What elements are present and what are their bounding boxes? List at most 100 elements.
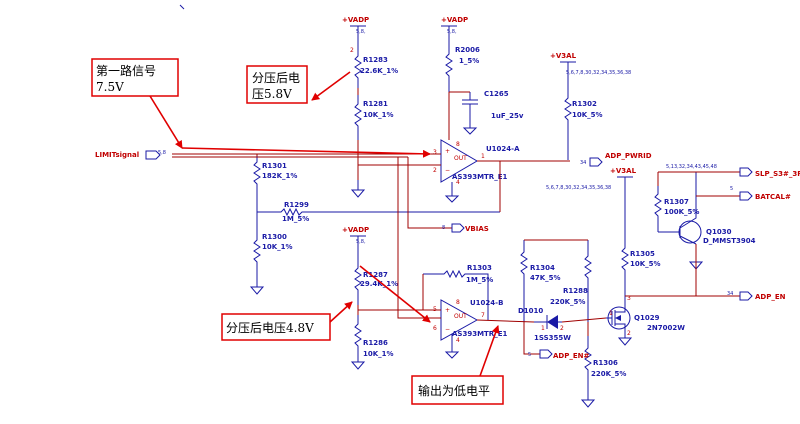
svg-text:U1024-B: U1024-B xyxy=(470,299,503,307)
power-vadp-2: +VADP 5,8, xyxy=(441,16,468,48)
svg-text:ADP_EN: ADP_EN xyxy=(755,293,786,301)
svg-text:VBIAS: VBIAS xyxy=(465,225,489,233)
net-adp-pwrid: ADP_PWRID 34 xyxy=(580,152,652,167)
svg-text:2: 2 xyxy=(560,325,564,332)
svg-text:220K_5%: 220K_5% xyxy=(550,298,585,306)
svg-text:1M_5%: 1M_5% xyxy=(282,215,309,223)
svg-text:R1300: R1300 xyxy=(262,233,287,241)
svg-text:1: 1 xyxy=(609,310,613,317)
svg-text:220K_5%: 220K_5% xyxy=(591,370,626,378)
resistor-r1288: R1288 220K_5% xyxy=(550,240,592,322)
svg-text:+VADP: +VADP xyxy=(342,226,369,234)
svg-text:8: 8 xyxy=(456,299,460,306)
svg-text:1uF_25v: 1uF_25v xyxy=(491,112,524,120)
svg-text:34: 34 xyxy=(580,160,586,166)
svg-text:8: 8 xyxy=(442,225,445,231)
diode-d1010: D1010 1SS355W 1 2 xyxy=(518,307,571,342)
net-vbias: VBIAS 8 xyxy=(442,223,489,233)
resistor-r1307: R1307 100K_5% xyxy=(654,186,699,232)
svg-text:D1010: D1010 xyxy=(518,307,543,315)
resistor-r1299: R1299 1M_5% xyxy=(257,201,500,223)
svg-text:LIMITsignal: LIMITsignal xyxy=(95,151,139,159)
svg-text:29.4K_1%: 29.4K_1% xyxy=(360,280,398,288)
svg-text:OUT: OUT xyxy=(454,155,467,162)
svg-text:AS393MTR_E1: AS393MTR_E1 xyxy=(452,330,507,338)
svg-text:10K_1%: 10K_1% xyxy=(262,243,293,251)
svg-text:7: 7 xyxy=(481,312,485,319)
svg-text:5,8,: 5,8, xyxy=(356,29,366,35)
svg-text:R1307: R1307 xyxy=(664,198,689,206)
svg-text:5,6,7,8,30,32,34,35,36,38: 5,6,7,8,30,32,34,35,36,38 xyxy=(566,70,631,76)
svg-text:5: 5 xyxy=(528,352,531,358)
svg-text:SLP_S3#_3R: SLP_S3#_3R xyxy=(755,170,800,178)
svg-text:AS393MTR_E1: AS393MTR_E1 xyxy=(452,173,507,181)
resistor-r1303: R1303 1M_5% xyxy=(423,264,493,320)
svg-text:5,8,: 5,8, xyxy=(356,239,366,245)
svg-text:D_MMST3904: D_MMST3904 xyxy=(703,237,756,245)
bjt-q1030: Q1030 D_MMST3904 xyxy=(658,172,756,245)
svg-text:ADP_EN#: ADP_EN# xyxy=(553,352,589,360)
svg-text:R1303: R1303 xyxy=(467,264,492,272)
svg-text:R1302: R1302 xyxy=(572,100,597,108)
mosfet-q1029: 3 1 2 Q1029 2N7002W xyxy=(606,295,685,337)
svg-text:5,8: 5,8 xyxy=(158,150,166,156)
svg-text:R1286: R1286 xyxy=(363,339,388,347)
resistor-r1300: R1300 10K_1% xyxy=(253,232,293,287)
svg-text:5,6,7,8,30,32,34,35,36,38: 5,6,7,8,30,32,34,35,36,38 xyxy=(546,185,611,191)
resistor-r1306: R1306 220K_5% xyxy=(584,336,626,400)
resistor-r2006: R2006 1_5% xyxy=(445,46,480,92)
svg-text:10K_5%: 10K_5% xyxy=(572,111,603,119)
svg-text:5,13,32,34,43,45,48: 5,13,32,34,43,45,48 xyxy=(666,164,717,170)
svg-text:182K_1%: 182K_1% xyxy=(262,172,297,180)
svg-text:1M_5%: 1M_5% xyxy=(466,276,493,284)
svg-text:10K_5%: 10K_5% xyxy=(630,260,661,268)
resistor-r1304: R1304 47K_5% xyxy=(520,240,561,322)
svg-text:OUT: OUT xyxy=(454,313,467,320)
svg-text:+VADP: +VADP xyxy=(441,16,468,24)
svg-text:R1304: R1304 xyxy=(530,264,555,272)
resistor-r1302: R1302 10K_5% xyxy=(564,90,603,160)
power-vadp-1: +VADP 5,8, xyxy=(342,16,369,48)
net-limitsignal: LIMITsignal 5,8 xyxy=(95,150,166,160)
svg-text:10K_1%: 10K_1% xyxy=(363,350,394,358)
svg-text:R1287: R1287 xyxy=(363,271,388,279)
power-v3al-2: +V3AL 5,6,7,8,30,32,34,35,36,38 xyxy=(546,167,637,240)
svg-text:100K_5%: 100K_5% xyxy=(664,208,699,216)
stray-mark xyxy=(179,4,185,10)
opamp-u1024-a: + − OUT 3 2 8 4 1 U1024-A AS393MTR_E1 xyxy=(433,139,520,186)
svg-text:ADP_PWRID: ADP_PWRID xyxy=(605,152,652,160)
svg-text:R1299: R1299 xyxy=(284,201,309,209)
svg-text:47K_5%: 47K_5% xyxy=(530,274,561,282)
svg-text:34: 34 xyxy=(727,291,733,297)
svg-text:R1281: R1281 xyxy=(363,100,388,108)
svg-text:输出为低电平: 输出为低电平 xyxy=(418,383,490,398)
net-slp-s3: SLP_S3#_3R 5,13,32,34,43,45,48 xyxy=(666,164,800,178)
svg-text:R1288: R1288 xyxy=(563,287,588,295)
svg-text:10K_1%: 10K_1% xyxy=(363,111,394,119)
svg-text:第一路信号: 第一路信号 xyxy=(96,63,156,78)
annotation-output-low: 输出为低电平 xyxy=(411,325,504,405)
capacitor-c1265: C1265 1uF_25v xyxy=(449,90,524,122)
svg-text:5,8,: 5,8, xyxy=(447,29,457,35)
svg-text:2: 2 xyxy=(433,167,437,174)
resistor-r1286: R1286 10K_1% xyxy=(354,315,394,362)
annotation-divider-a: 分压后电 压5.8V xyxy=(246,65,351,104)
svg-text:−: − xyxy=(445,326,450,333)
resistor-r1283: 2 R1283 22.6K_1% xyxy=(350,47,398,88)
svg-text:4: 4 xyxy=(456,337,460,344)
svg-text:R1283: R1283 xyxy=(363,56,388,64)
svg-text:R1305: R1305 xyxy=(630,250,655,258)
resistor-r1305: R1305 10K_5% xyxy=(621,240,661,296)
svg-text:Q1029: Q1029 xyxy=(634,314,660,322)
svg-text:Q1030: Q1030 xyxy=(706,228,732,236)
svg-text:压5.8V: 压5.8V xyxy=(252,87,292,101)
svg-text:6: 6 xyxy=(433,325,437,332)
svg-text:3: 3 xyxy=(627,295,631,302)
svg-text:7.5V: 7.5V xyxy=(96,80,124,94)
svg-text:+: + xyxy=(445,307,450,314)
resistor-r1301: R1301 182K_1% xyxy=(253,154,297,232)
svg-text:1: 1 xyxy=(481,153,485,160)
opamp-u1024-b: + − OUT 5 6 8 4 7 U1024-B AS393MTR_E1 xyxy=(433,299,507,344)
